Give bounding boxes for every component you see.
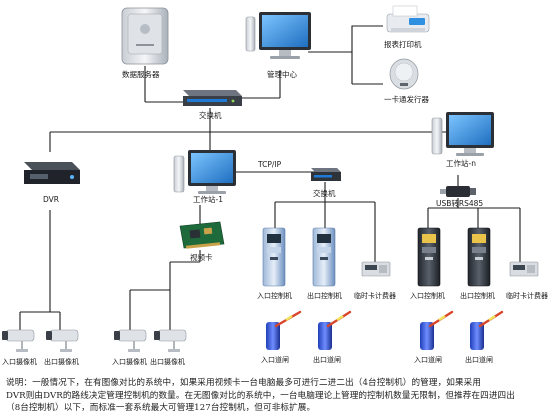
exit-controller-1-icon: [312, 227, 336, 287]
exit-controller-2-icon: [467, 227, 491, 287]
dvr-icon: [24, 162, 80, 184]
entry-controller-1-label: 入口控制机: [257, 291, 292, 300]
workstation-1-icon: [173, 150, 236, 194]
exit-controller-2-label: 出口控制机: [460, 291, 495, 300]
main-switch-label: 交换机: [199, 110, 222, 120]
entry-camera-1-icon: [2, 329, 35, 352]
card-issuer-label: 一卡通发行器: [384, 94, 429, 104]
exit-camera-1-label: 出口摄像机: [44, 357, 79, 366]
workstation-n-label: 工作站-n: [446, 158, 476, 168]
caption-line-2: DVR则由DVR的路线决定管理控制机的数量。在无图像对比的系统中，一台电脑理论上…: [6, 390, 515, 401]
entry-controller-2-label: 入口控制机: [410, 291, 445, 300]
exit-camera-1-icon: [46, 329, 79, 352]
dvr-label: DVR: [43, 195, 59, 204]
exit-controller-1-label: 出口控制机: [307, 291, 342, 300]
sub-switch-label: 交换机: [313, 188, 336, 198]
report-printer-label: 报表打印机: [384, 39, 422, 49]
entry-controller-2-icon: [417, 227, 441, 287]
exit-barrier-2-icon: [470, 310, 504, 350]
exit-barrier-1-label: 出口道闸: [313, 355, 341, 364]
entry-camera-2-icon: [114, 329, 147, 352]
entry-barrier-1-label: 入口道闸: [261, 355, 289, 364]
video-card-label: 视频卡: [190, 252, 213, 262]
main-switch-icon: [183, 90, 242, 106]
management-center-label: 管理中心: [267, 69, 297, 79]
entry-barrier-1-icon: [266, 310, 302, 350]
temp-card-counter-1-icon: [361, 261, 391, 277]
entry-camera-2-label: 入口摄像机: [112, 357, 147, 366]
temp-card-counter-2-icon: [509, 261, 539, 277]
card-issuer-icon: [389, 58, 419, 90]
caption-line-3: （8台控制机）以下，而标准一套系统最大可管理127台控制机，但可非标扩展。: [6, 403, 316, 414]
usb-rs485-label: USB转RS485: [436, 198, 483, 208]
entry-barrier-2-label: 入口道闸: [414, 355, 442, 364]
exit-camera-2-icon: [154, 329, 187, 352]
usb-rs485-icon: [440, 186, 476, 197]
workstation-n-icon: [431, 112, 494, 156]
sub-switch-icon: [311, 168, 341, 181]
caption: 说明：一般情况下，在有图像对比的系统中，如果采用视频卡一台电脑最多可进行二进二出…: [6, 377, 549, 415]
printer-icon: [386, 5, 430, 33]
temp-card-counter-1-label: 临时卡计费器: [354, 291, 396, 300]
entry-barrier-2-icon: [420, 310, 454, 350]
video-card-icon: [179, 221, 225, 249]
caption-line-1: 说明：一般情况下，在有图像对比的系统中，如果采用视频卡一台电脑最多可进行二进二出…: [6, 378, 482, 388]
tcpip-label: TCP/IP: [257, 160, 282, 169]
data-server-icon: [121, 7, 169, 65]
exit-camera-2-label: 出口摄像机: [150, 357, 185, 366]
exit-barrier-2-label: 出口道闸: [465, 355, 493, 364]
entry-controller-1-icon: [262, 227, 286, 287]
temp-card-counter-2-label: 临时卡计费器: [506, 291, 548, 300]
management-center-icon: [245, 12, 311, 59]
data-server-label: 数据服务器: [122, 69, 160, 79]
workstation-1-label: 工作站-1: [193, 194, 223, 204]
entry-camera-1-label: 入口摄像机: [2, 357, 37, 366]
exit-barrier-1-icon: [318, 310, 352, 350]
